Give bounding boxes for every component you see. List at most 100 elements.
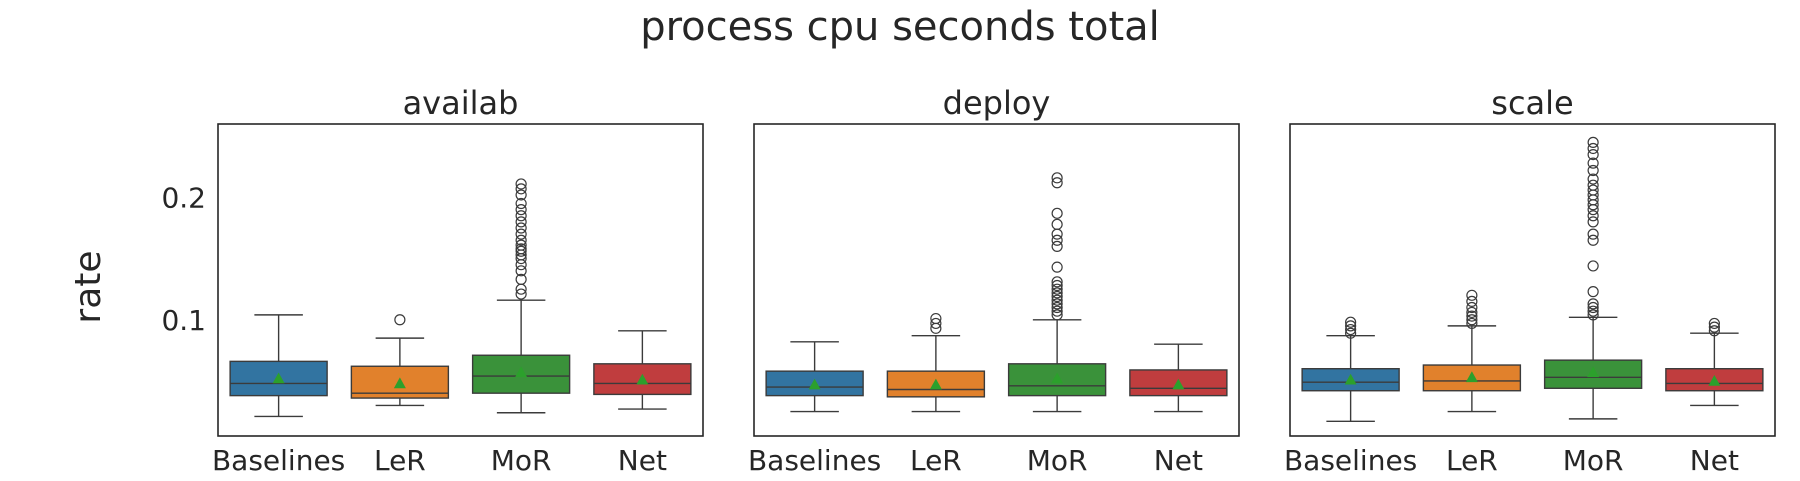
panel-title: deploy [943,84,1051,122]
x-tick-label: Net [618,444,667,477]
mean-marker [808,378,821,390]
box-mor [471,178,571,414]
x-tick-label: Net [1690,444,1739,477]
outlier-point [1587,298,1599,310]
outlier-point [1051,305,1063,317]
outlier-point [515,288,527,300]
mean-marker [1051,372,1064,384]
box-ler [1422,289,1522,413]
outlier-point [515,189,527,201]
outlier-point [515,183,527,195]
box-iqr [593,363,692,396]
outlier-point [1051,207,1063,219]
panel-title: scale [1491,84,1573,122]
outlier-point [515,243,527,255]
outlier-point [515,204,527,216]
outlier-point [1587,216,1599,228]
outlier-point [1587,142,1599,155]
box-mor [1543,136,1643,420]
outlier-point [1587,260,1599,272]
chart-title: process cpu seconds total [640,4,1160,50]
outlier-point [1466,314,1478,326]
outlier-point [515,197,527,210]
outlier-point [515,228,527,240]
outlier-point [515,178,527,190]
mean-marker [929,378,942,390]
outlier-point [1051,228,1063,240]
y-tick-label: 0.2 [161,181,206,214]
outlier-point [1051,279,1063,292]
outlier-point [1051,240,1063,252]
outlier-point [1708,317,1720,330]
mean-marker [636,373,649,385]
mean-marker [393,377,406,389]
outlier-point [930,317,942,330]
x-tick-label: MoR [1027,444,1088,477]
outlier-point [515,222,527,234]
outlier-point [1051,298,1063,310]
box-ler [350,314,450,407]
box-baselines [765,341,864,413]
mean-marker [1172,378,1185,390]
panel-frame [217,123,704,437]
outlier-point [1708,325,1720,337]
mean-marker [1344,373,1357,385]
outlier-point [1051,290,1063,303]
outlier-point [1345,320,1357,332]
outlier-point [1051,283,1063,295]
outlier-point [515,259,527,271]
outlier-point [1587,184,1599,196]
outlier-point [1466,317,1478,330]
outlier-point [515,273,527,285]
box-net [1129,343,1228,413]
outlier-point [1587,309,1599,321]
outlier-point [930,312,942,325]
box-baselines [229,314,328,418]
x-tick-label: Baselines [212,444,345,477]
outlier-point [1587,234,1599,246]
box-net [593,330,692,410]
outlier-point [1587,210,1599,222]
outlier-point [515,216,527,228]
outlier-point [1051,294,1063,306]
outlier-point [515,265,527,277]
outlier-point [1051,172,1063,184]
mean-marker [1708,374,1721,386]
outlier-point [1587,157,1599,169]
mean-marker [1587,366,1600,378]
outlier-point [1051,276,1063,288]
y-tick-label: 0.1 [161,304,206,337]
panel-title: availab [403,84,519,122]
box-baselines [1301,316,1400,423]
outlier-point [1466,301,1478,314]
x-tick-label: LeR [374,444,426,477]
mean-marker [1465,371,1478,383]
panel-frame [1289,123,1776,437]
outlier-point [515,234,527,246]
x-tick-label: LeR [910,444,962,477]
outlier-point [1587,148,1599,161]
outlier-point [1587,164,1599,177]
outlier-point [1466,310,1478,322]
outlier-point [1051,287,1063,299]
outlier-point [1051,261,1063,273]
outlier-point [1466,289,1478,301]
outlier-point [1587,305,1599,317]
outlier-point [1587,286,1599,298]
x-tick-label: MoR [491,444,552,477]
outlier-point [1051,234,1063,246]
box-ler [886,312,986,413]
outlier-point [1345,316,1357,328]
mean-marker [515,366,528,378]
x-tick-label: Net [1154,444,1203,477]
y-axis-label: rate [68,250,109,323]
outlier-point [1051,301,1063,314]
outlier-point [1466,306,1478,319]
x-tick-label: Baselines [1284,444,1417,477]
outlier-point [1708,321,1720,333]
